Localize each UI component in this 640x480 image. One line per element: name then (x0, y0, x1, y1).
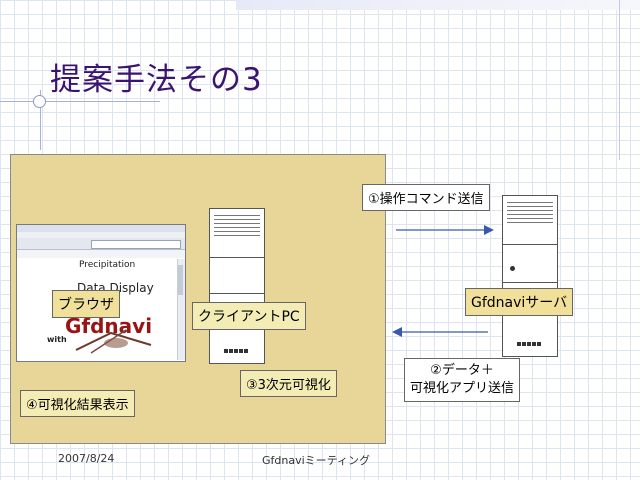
step4-display-result-label: ④可視化結果表示 (20, 390, 135, 417)
client-pc-label: クライアントPC (192, 302, 306, 330)
decoration-vertical-line (619, 0, 620, 160)
decoration-vertical-short-line (40, 90, 41, 150)
slide-title: 提案手法その3 (50, 62, 263, 98)
step2-line2: 可視化アプリ送信 (410, 381, 515, 396)
step2-line1: ②データ＋ (430, 363, 494, 378)
browser-scroll-thumb (178, 265, 183, 295)
browser-titlebar (17, 225, 185, 232)
browser-label: ブラウザ (52, 290, 120, 318)
client-pc-server-icon (209, 208, 265, 364)
browser-scrollbar (177, 259, 185, 360)
step3-visualization-label: ③3次元可視化 (240, 370, 337, 397)
footer-meeting-title: Gfdnaviミーティング (262, 454, 370, 467)
browser-with-text: with (47, 335, 67, 344)
browser-precipitation-text: Precipitation (79, 260, 136, 270)
arrow-right-icon (396, 225, 494, 235)
browser-address-field (91, 240, 181, 249)
browser-menubar (17, 232, 185, 238)
decoration-horizontal-line (0, 101, 160, 102)
gfdnavi-server-label: Gfdnaviサーバ (465, 288, 574, 316)
browser-linkbar (17, 250, 185, 258)
step2-send-data-label: ②データ＋ 可視化アプリ送信 (404, 358, 521, 402)
arrow-left-icon (392, 327, 488, 337)
footer-date: 2007/8/24 (58, 452, 115, 465)
gfdnavi-server-icon (502, 195, 558, 357)
top-decoration-band (236, 0, 640, 10)
step1-send-command-label: ①操作コマンド送信 (362, 184, 490, 211)
browser-screenshot: Precipitation Data Display Gfdnavi with (16, 224, 186, 362)
decoration-circle (33, 95, 46, 108)
browser-plot-icon (75, 329, 152, 354)
